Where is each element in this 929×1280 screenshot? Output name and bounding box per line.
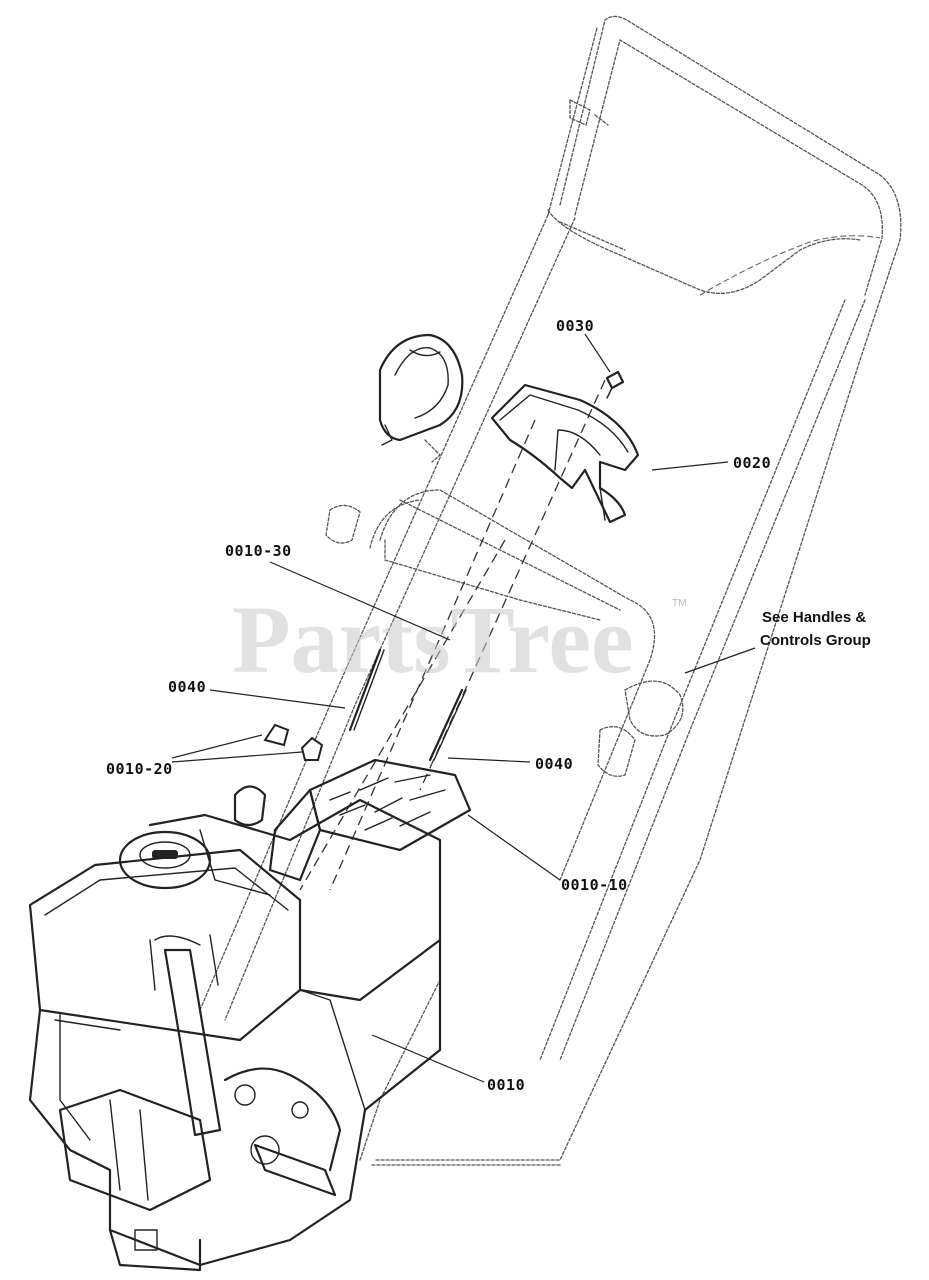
part-0030-screw	[605, 370, 625, 399]
callout-0010-10[interactable]: 0010-10	[561, 876, 628, 894]
callout-0010-30[interactable]: 0010-30	[225, 542, 292, 560]
reference-note-line1[interactable]: See Handles &	[762, 609, 866, 626]
part-0040-rod-right	[428, 688, 467, 762]
callout-leader-lines	[171, 333, 756, 1083]
part-0010-20-bolts	[263, 723, 324, 761]
part-0010-10-plate	[268, 758, 472, 882]
callout-0040-right[interactable]: 0040	[535, 755, 573, 773]
callout-0030[interactable]: 0030	[556, 317, 594, 335]
callout-0020[interactable]: 0020	[733, 454, 771, 472]
handle-frame-ghost	[199, 15, 902, 1166]
callout-0040-left[interactable]: 0040	[168, 678, 206, 696]
callout-0010[interactable]: 0010	[487, 1076, 525, 1094]
callout-0010-20[interactable]: 0010-20	[106, 760, 173, 778]
chute-handle-bracket	[378, 333, 464, 446]
partstree-watermark: PartsTree TM	[232, 586, 686, 693]
part-0040-rod-left	[348, 648, 385, 732]
watermark-text: PartsTree	[232, 586, 634, 693]
reference-note-line2[interactable]: Controls Group	[760, 632, 871, 649]
part-0010-engine	[28, 785, 442, 1272]
part-0020-cover	[490, 383, 640, 524]
watermark-trademark: TM	[672, 598, 686, 609]
